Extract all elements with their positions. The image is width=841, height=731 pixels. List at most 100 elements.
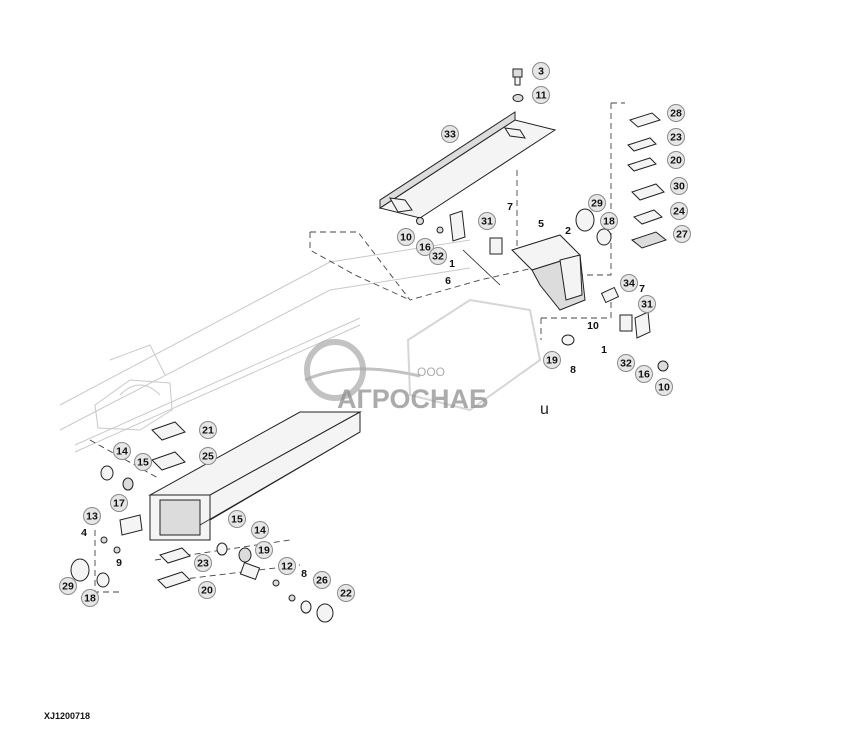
plain-label-5: 5 [538, 218, 544, 230]
callout-29: 29 [59, 577, 77, 595]
callout-17: 17 [110, 494, 128, 512]
callout-number: 23 [670, 132, 682, 144]
callout-circle [59, 577, 77, 595]
main-tube [148, 411, 362, 541]
callout-circle [670, 202, 688, 220]
callout-circle [532, 62, 550, 80]
callout-14: 14 [113, 442, 131, 460]
callout-circle [543, 351, 561, 369]
callout-number: 24 [673, 206, 685, 218]
callout-number: 20 [201, 585, 213, 597]
figure-id: XJ1200718 [44, 711, 91, 721]
callout-number: 12 [281, 561, 293, 573]
callout-20: 20 [667, 151, 685, 169]
callout-number: 29 [591, 198, 603, 210]
callout-circle [441, 125, 459, 143]
plain-label-7: 7 [507, 201, 513, 213]
callout-number: 23 [197, 558, 209, 570]
callout-number: 33 [444, 129, 456, 141]
callout-15: 15 [228, 510, 246, 528]
callout-circle [532, 86, 550, 104]
callout-circle [278, 557, 296, 575]
callout-number: 26 [316, 575, 328, 587]
callout-number: 18 [603, 216, 615, 228]
callout-number: 10 [400, 232, 412, 244]
callout-13: 13 [83, 507, 101, 525]
plain-label-6: 6 [445, 275, 451, 287]
right-bracket [416, 208, 669, 372]
callout-33: 33 [441, 125, 459, 143]
callout-32: 32 [429, 247, 447, 265]
callout-10: 10 [397, 228, 415, 246]
plain-label-1: 1 [449, 258, 455, 270]
callout-22: 22 [337, 584, 355, 602]
plain-label-10: 10 [587, 320, 599, 332]
callout-23: 23 [667, 128, 685, 146]
plain-label-4: 4 [81, 527, 87, 539]
callout-circle [83, 507, 101, 525]
callout-27: 27 [673, 225, 691, 243]
plain-label-8: 8 [570, 364, 576, 376]
callout-number: 16 [638, 369, 650, 381]
callout-circle [667, 128, 685, 146]
callout-circle [588, 194, 606, 212]
callout-14: 14 [251, 521, 269, 539]
watermark: ООО АГРОСНАБ u [304, 298, 549, 418]
watermark-name: АГРОСНАБ [337, 384, 488, 414]
callout-circle [228, 510, 246, 528]
callout-number: 27 [676, 229, 688, 241]
callout-31: 31 [478, 212, 496, 230]
callout-circle [255, 541, 273, 559]
callout-number: 13 [86, 511, 98, 523]
callout-11: 11 [532, 86, 550, 104]
callout-layer: 3113328232030242729183110163231343216101… [59, 62, 691, 607]
callout-circle [617, 354, 635, 372]
callout-circle [110, 494, 128, 512]
callout-19: 19 [543, 351, 561, 369]
top-bolt [512, 68, 524, 102]
lower-left-parts [70, 421, 334, 623]
callout-28: 28 [667, 104, 685, 122]
callout-number: 19 [258, 545, 270, 557]
plate-stack [627, 112, 668, 249]
callout-18: 18 [81, 589, 99, 607]
plain-label-2: 2 [565, 225, 571, 237]
callout-circle [416, 238, 434, 256]
callout-circle [655, 378, 673, 396]
callout-circle [620, 274, 638, 292]
callout-number: 25 [202, 451, 214, 463]
callout-number: 3 [538, 66, 544, 78]
callout-number: 31 [641, 299, 653, 311]
callout-number: 28 [670, 108, 682, 120]
callout-circle [667, 151, 685, 169]
callout-number: 20 [670, 155, 682, 167]
callout-number: 17 [113, 498, 125, 510]
callout-number: 15 [137, 457, 149, 469]
callout-number: 32 [620, 358, 632, 370]
callout-circle [673, 225, 691, 243]
watermark-org: ООО [417, 365, 445, 379]
callout-number: 30 [673, 181, 685, 193]
callout-15: 15 [134, 453, 152, 471]
callout-16: 16 [635, 365, 653, 383]
callout-16: 16 [416, 238, 434, 256]
callout-number: 19 [546, 355, 558, 367]
callout-circle [199, 421, 217, 439]
callout-23: 23 [194, 554, 212, 572]
callout-31: 31 [638, 295, 656, 313]
callout-18: 18 [600, 212, 618, 230]
callout-circle [251, 521, 269, 539]
top-channel-beam [378, 111, 557, 219]
callout-circle [194, 554, 212, 572]
callout-number: 16 [419, 242, 431, 254]
plain-label-8: 8 [301, 568, 307, 580]
callout-circle [198, 581, 216, 599]
callout-29: 29 [588, 194, 606, 212]
callout-circle [638, 295, 656, 313]
plain-label-9: 9 [116, 557, 122, 569]
callout-10: 10 [655, 378, 673, 396]
callout-21: 21 [199, 421, 217, 439]
callout-circle [635, 365, 653, 383]
